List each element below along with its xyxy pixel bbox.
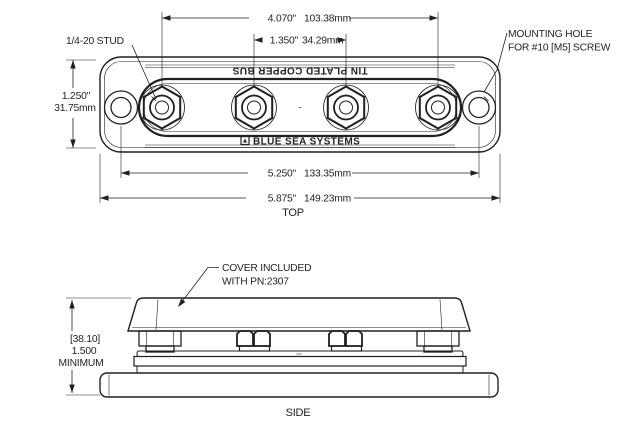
end-terminal-left — [138, 330, 182, 353]
dim-bar-width-mm: 31.75mm — [54, 103, 96, 114]
dim-overall-in: 5.875" — [268, 194, 297, 205]
dim-center-studs-mm: 34.29mm — [302, 36, 344, 47]
busbar-side — [133, 350, 467, 374]
cover-callout: COVER INCLUDED WITH PN:2307 — [175, 263, 312, 309]
dim-center-studs: 1.350" 34.29mm — [254, 36, 346, 47]
hex-nuts-pair-right — [328, 330, 363, 352]
cover-note-1: COVER INCLUDED — [222, 263, 311, 274]
dim-center-studs-in: 1.350" — [270, 36, 299, 47]
dim-stud-span: 4.070" 103.38mm — [162, 14, 438, 25]
mounting-hole-right — [461, 90, 497, 125]
body-outline — [99, 56, 501, 153]
cover — [127, 297, 471, 332]
stud-4 — [415, 84, 461, 131]
mounting-hole-left — [103, 90, 139, 125]
dim-stud-span-in: 4.070" — [268, 14, 297, 25]
extension-lines-top — [66, 12, 501, 203]
stud-2 — [231, 84, 277, 131]
mounting-hole-label-2: FOR #10 [M5] SCREW — [508, 43, 611, 54]
pedestal-base — [99, 372, 499, 398]
stud-label: 1/4-20 STUD — [66, 36, 124, 47]
marking-bottom: BLUE SEA SYSTEMS — [253, 137, 360, 148]
hex-nuts-pair-left — [236, 330, 271, 352]
top-view: 4.070" 103.38mm 1.350" 34.29mm 1.250" 31… — [54, 12, 611, 219]
side-view: COVER INCLUDED WITH PN:2307 [38.10] 1.50… — [59, 263, 499, 419]
cover-note-2: WITH PN:2307 — [222, 277, 289, 288]
dim-bar-width: 1.250" 31.75mm — [54, 60, 96, 148]
end-terminal-right — [416, 330, 460, 353]
dim-min-height-note: MINIMUM — [59, 358, 104, 369]
blue-sea-logo-icon — [240, 135, 250, 146]
dim-bar-width-in: 1.250" — [62, 91, 91, 102]
stud-1 — [139, 84, 185, 131]
dim-stud-span-mm: 103.38mm — [304, 14, 351, 25]
dim-hole-span: 5.250" 133.35mm — [121, 169, 479, 180]
recess-outline — [137, 77, 463, 138]
mounting-hole-callout: MOUNTING HOLE FOR #10 [M5] SCREW — [483, 29, 611, 93]
dim-min-height: [38.10] 1.500 MINIMUM — [59, 297, 131, 396]
stud-3 — [323, 84, 369, 131]
marking-top: TIN PLATED COPPER BUS — [232, 65, 367, 76]
dim-min-height-mm: [38.10] — [70, 334, 100, 345]
busbar-body: TIN PLATED COPPER BUS BLUE SEA SYSTEMS — [99, 56, 501, 153]
side-view-label: SIDE — [286, 407, 311, 419]
dim-overall-mm: 149.23mm — [304, 194, 351, 205]
dim-overall-length: 5.875" 149.23mm — [100, 194, 500, 205]
stud-callout: 1/4-20 STUD — [66, 36, 157, 100]
dim-hole-span-in: 5.250" — [268, 169, 297, 180]
dim-hole-span-mm: 133.35mm — [304, 169, 351, 180]
mounting-hole-label-1: MOUNTING HOLE — [508, 29, 593, 40]
top-view-label: TOP — [282, 207, 304, 219]
dim-min-height-in: 1.500 — [72, 346, 97, 357]
